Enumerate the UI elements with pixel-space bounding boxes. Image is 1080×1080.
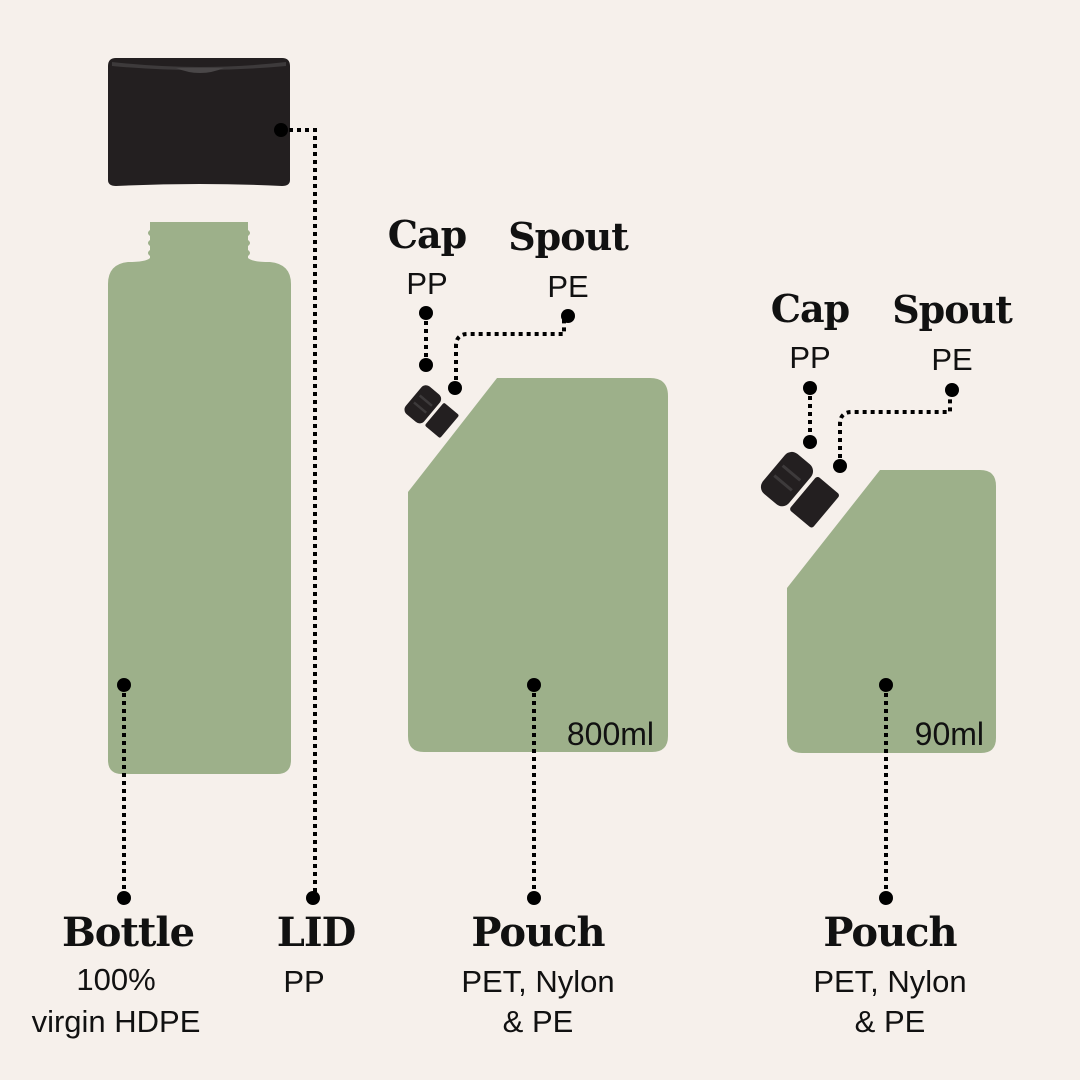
pouch-large-title: Pouch [471, 909, 605, 956]
bottle-title: Bottle [62, 909, 194, 956]
lid-illustration [108, 58, 290, 186]
bottle-material-line2: virgin HDPE [32, 1004, 201, 1039]
bottle-material-line1: 100% [76, 962, 155, 997]
pouch-large-material-line2: & PE [503, 1004, 574, 1039]
pouch-small-material-line1: PET, Nylon [813, 964, 966, 999]
pouch-small-cap-title: Cap [771, 286, 850, 331]
pouch-large-cap-spout [404, 385, 459, 438]
pouch-large-spout-leader [454, 316, 566, 388]
pouch-small-spout-material: PE [931, 342, 972, 377]
pouch-small-illustration [760, 451, 996, 753]
pouch-small-material-line2: & PE [855, 1004, 926, 1039]
bottle-illustration [108, 222, 291, 774]
pouch-large-spout-title: Spout [508, 214, 629, 259]
pouch-small-spout-title: Spout [892, 287, 1013, 332]
lid-title: LID [277, 909, 356, 956]
pouch-small-cap-material: PP [789, 340, 830, 375]
lid-material: PP [283, 964, 324, 999]
leader-lines [122, 128, 952, 898]
pouch-large-cap-title: Cap [388, 212, 467, 257]
leader-dots [117, 123, 959, 905]
pouch-small-cap-spout [760, 451, 839, 528]
pouch-large-cap-material: PP [406, 266, 447, 301]
pouch-large-volume: 800ml [567, 716, 654, 752]
lid-leader [281, 128, 317, 898]
pouch-small-spout-leader [838, 390, 952, 466]
pouch-large-spout-material: PE [547, 269, 588, 304]
pouch-large-material-line1: PET, Nylon [461, 964, 614, 999]
pouch-small-title: Pouch [823, 909, 957, 956]
pouch-large-illustration [404, 378, 668, 752]
pouch-small-volume: 90ml [915, 716, 984, 752]
